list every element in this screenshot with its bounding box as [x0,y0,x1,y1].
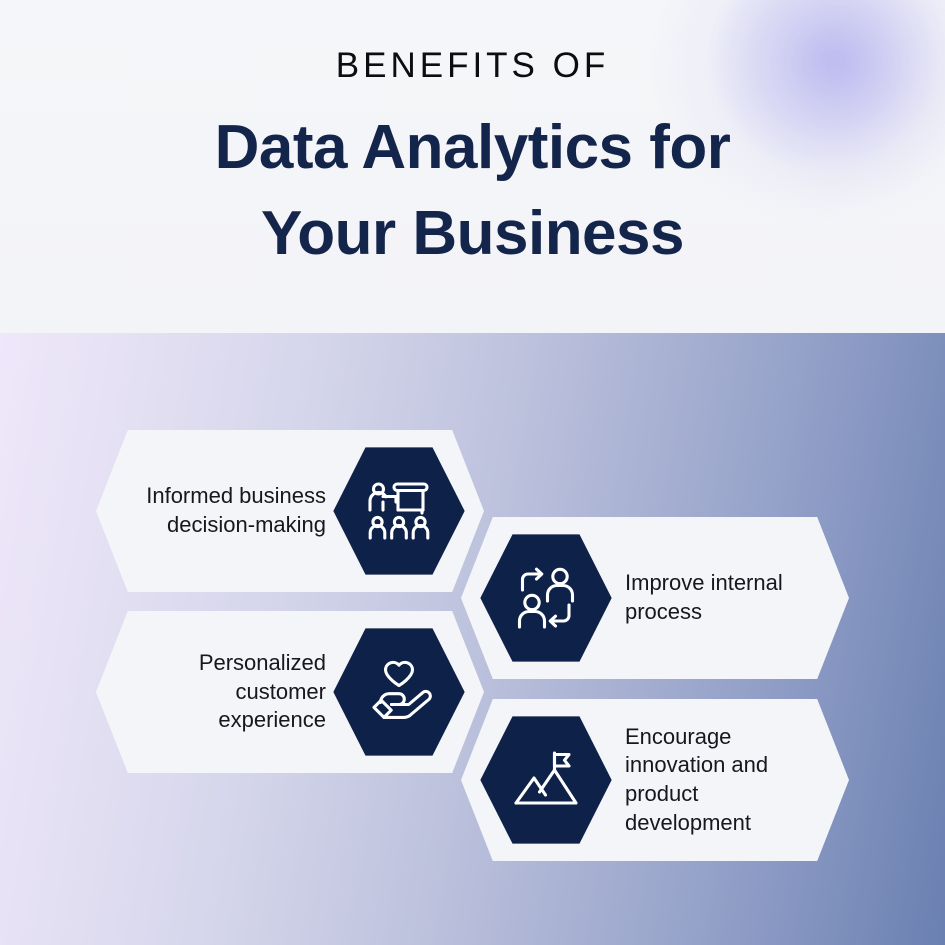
benefit-icon-badge [480,716,612,844]
benefit-card-informed-decision-making[interactable]: Informed business decision-making [96,430,484,592]
benefit-label: Personalized customer experience [198,650,326,733]
benefit-card-personalized-customer-experience[interactable]: Personalized customer experience [96,611,484,773]
benefit-icon-badge [480,534,612,662]
page-title: Data Analytics for Your Business [0,105,945,276]
benefit-card-encourage-innovation[interactable]: Encourage innovation and product develop… [461,699,849,861]
eyebrow-text: BENEFITS OF [335,46,610,85]
benefit-label: Informed business decision-making [146,483,326,537]
mountain-flag-icon [512,750,580,810]
benefit-icon-badge [333,447,465,575]
corner-glow-decoration [535,0,945,310]
hand-holding-heart-icon [366,660,432,724]
header-background [0,0,945,333]
presentation-training-icon [365,480,433,542]
people-process-cycle-icon [513,566,579,630]
page-title-line-2: Your Business [260,198,685,268]
benefit-icon-badge [333,628,465,756]
benefit-card-improve-internal-process[interactable]: Improve internal process [461,517,849,679]
benefit-label: Improve internal process [625,570,783,624]
page-title-line-1: Data Analytics for [214,113,731,182]
benefit-label: Encourage innovation and product develop… [625,723,769,835]
corner-glow-inner-decoration [645,0,945,230]
